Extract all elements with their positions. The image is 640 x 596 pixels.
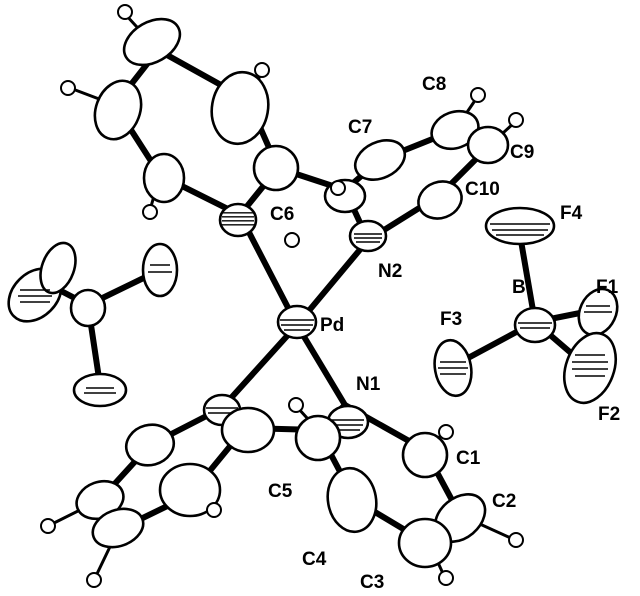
atom-ellipsoid: [142, 152, 186, 204]
atom-labels: Pd N1 N2 C1 C2 C3 C4 C5 C6 C7 C8 C9 C10 …: [268, 74, 620, 593]
atom-hydrogen: [40, 518, 56, 534]
atom-c4: [326, 466, 378, 534]
atom-n2: [348, 219, 388, 253]
atom-pd: [276, 304, 318, 340]
atoms: [7, 4, 619, 588]
label-f2: F2: [598, 404, 620, 425]
label-b: B: [512, 277, 526, 298]
atom-hatch: [222, 212, 254, 228]
atom-c10: [417, 180, 463, 220]
atom-hydrogen: [330, 180, 346, 196]
atom-c1: [401, 431, 449, 479]
atom-solvent-d: [72, 372, 128, 408]
atom-hydrogen: [142, 204, 158, 220]
atom-ellipsoid: [93, 79, 143, 141]
atom-hydrogen: [438, 570, 454, 586]
atom-c5: [294, 414, 342, 462]
atom-hydrogen: [508, 112, 524, 128]
atom-c3: [397, 517, 453, 569]
label-c8: C8: [422, 74, 446, 95]
atom-f2: [563, 331, 617, 405]
atom-ellipsoid: [210, 70, 270, 146]
label-pd: Pd: [320, 315, 344, 336]
atom-solvent-b: [39, 241, 77, 295]
atom-hydrogen: [284, 232, 300, 248]
atom-ellipsoid: [220, 406, 276, 454]
label-f4: F4: [560, 203, 583, 224]
label-c2: C2: [492, 491, 516, 512]
label-c1: C1: [456, 448, 481, 469]
atom-hydrogen: [117, 4, 133, 20]
atom-hydrogen: [288, 397, 304, 413]
atom-solvent-center: [69, 288, 107, 328]
atom-ellipsoid: [252, 144, 300, 192]
atom-ellipsoid: [158, 462, 222, 518]
atom-ellipsoid: [122, 17, 182, 67]
atom-hydrogen: [60, 80, 76, 96]
label-c9: C9: [510, 142, 534, 163]
label-c5: C5: [268, 481, 293, 502]
label-c3: C3: [360, 572, 384, 593]
atom-ellipsoid: [124, 423, 176, 467]
label-c6: C6: [270, 204, 294, 225]
atom-c7: [353, 139, 407, 181]
atom-hydrogen: [206, 502, 222, 518]
atom-c9: [466, 125, 510, 165]
label-c4: C4: [302, 549, 327, 570]
atom-hydrogen: [508, 532, 524, 548]
label-f3: F3: [440, 309, 462, 330]
atom-f4: [484, 206, 556, 246]
bond-pd-n1: [294, 322, 348, 408]
atom-hydrogen: [438, 424, 454, 440]
atom-hydrogen: [86, 572, 102, 588]
atom-hydrogen: [254, 62, 270, 78]
atom-solvent-c: [141, 242, 179, 298]
label-c7: C7: [348, 117, 372, 138]
atom-c8: [430, 109, 480, 151]
label-n2: N2: [378, 261, 402, 282]
label-n1: N1: [356, 374, 381, 395]
atom-hydrogen: [470, 87, 486, 103]
bond-pd-c-lower: [219, 322, 300, 411]
atom-ellipsoid: [91, 507, 145, 549]
label-c10: C10: [465, 179, 500, 200]
atom-b: [513, 306, 557, 344]
label-f1: F1: [596, 277, 619, 298]
